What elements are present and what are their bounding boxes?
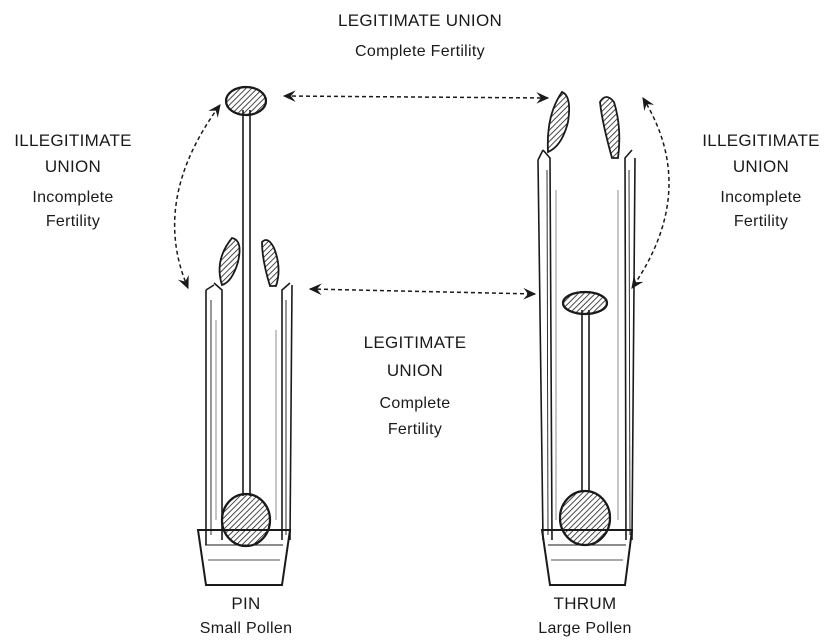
arrow-top-legitimate (284, 96, 548, 98)
pin-corolla-tube (206, 283, 222, 545)
left-illegitimate-line1: ILLEGITIMATE (0, 128, 146, 154)
pin-style (243, 110, 250, 496)
top-legitimate-subtitle: Complete Fertility (290, 40, 550, 64)
right-illegitimate-label: ILLEGITIMATE UNION Incomplete Fertility (688, 128, 834, 234)
mid-legitimate-label: LEGITIMATE UNION Complete Fertility (335, 330, 495, 442)
thrum-style (582, 310, 589, 492)
right-illegitimate-line4: Fertility (688, 210, 834, 234)
right-illegitimate-line1: ILLEGITIMATE (688, 128, 834, 154)
thrum-name: THRUM (515, 591, 655, 617)
mid-legitimate-line2: UNION (335, 358, 495, 384)
top-legitimate-label: LEGITIMATE UNION Complete Fertility (290, 8, 550, 64)
pin-pollen: Small Pollen (176, 617, 316, 641)
pin-name: PIN (176, 591, 316, 617)
top-legitimate-title: LEGITIMATE UNION (290, 8, 550, 34)
arrow-mid-legitimate (310, 289, 535, 294)
thrum-pollen: Large Pollen (515, 617, 655, 641)
thrum-anthers (548, 92, 620, 158)
left-illegitimate-line4: Fertility (0, 210, 146, 234)
arrow-left-illegitimate (175, 105, 220, 288)
pin-flower (198, 87, 292, 585)
thrum-corolla-tube (538, 150, 552, 540)
left-illegitimate-line3: Incomplete (0, 186, 146, 210)
thrum-flower (538, 92, 635, 585)
arrow-right-illegitimate (632, 98, 669, 288)
mid-legitimate-line3: Complete (335, 392, 495, 416)
pollination-arrows (175, 96, 669, 294)
mid-legitimate-line1: LEGITIMATE (335, 330, 495, 356)
pin-anthers (220, 238, 279, 286)
thrum-label: THRUM Large Pollen (515, 591, 655, 641)
right-illegitimate-line3: Incomplete (688, 186, 834, 210)
mid-legitimate-line4: Fertility (335, 418, 495, 442)
left-illegitimate-label: ILLEGITIMATE UNION Incomplete Fertility (0, 128, 146, 234)
pin-label: PIN Small Pollen (176, 591, 316, 641)
right-illegitimate-line2: UNION (688, 154, 834, 180)
left-illegitimate-line2: UNION (0, 154, 146, 180)
